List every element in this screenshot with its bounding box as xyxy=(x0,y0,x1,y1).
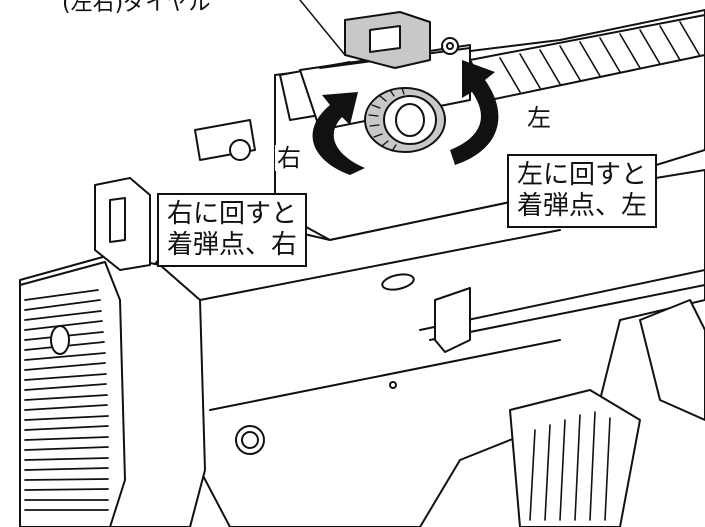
charging-handle xyxy=(434,287,471,353)
rotation-arrows xyxy=(312,60,499,175)
callout-right: 右に回すと 着弾点、右 xyxy=(157,193,308,267)
direction-left-label: 左 xyxy=(525,104,553,132)
callout-left-line1: 左に回すと xyxy=(517,160,648,190)
callout-left: 左に回すと 着弾点、左 xyxy=(507,154,658,228)
dial-label: (左右)ダイヤル xyxy=(62,0,211,16)
callout-right-line1: 右に回すと xyxy=(167,199,298,229)
callout-right-line2: 着弾点、右 xyxy=(167,230,298,260)
direction-right-label: 右 xyxy=(275,144,303,172)
callout-left-line2: 着弾点、左 xyxy=(517,191,648,221)
windage-dial xyxy=(364,87,446,153)
arrow-right-rotation xyxy=(312,92,365,175)
arrow-left-rotation xyxy=(450,60,499,165)
stock-inner xyxy=(19,261,126,527)
callout-leader xyxy=(299,0,346,56)
pistol-grip xyxy=(509,389,641,527)
